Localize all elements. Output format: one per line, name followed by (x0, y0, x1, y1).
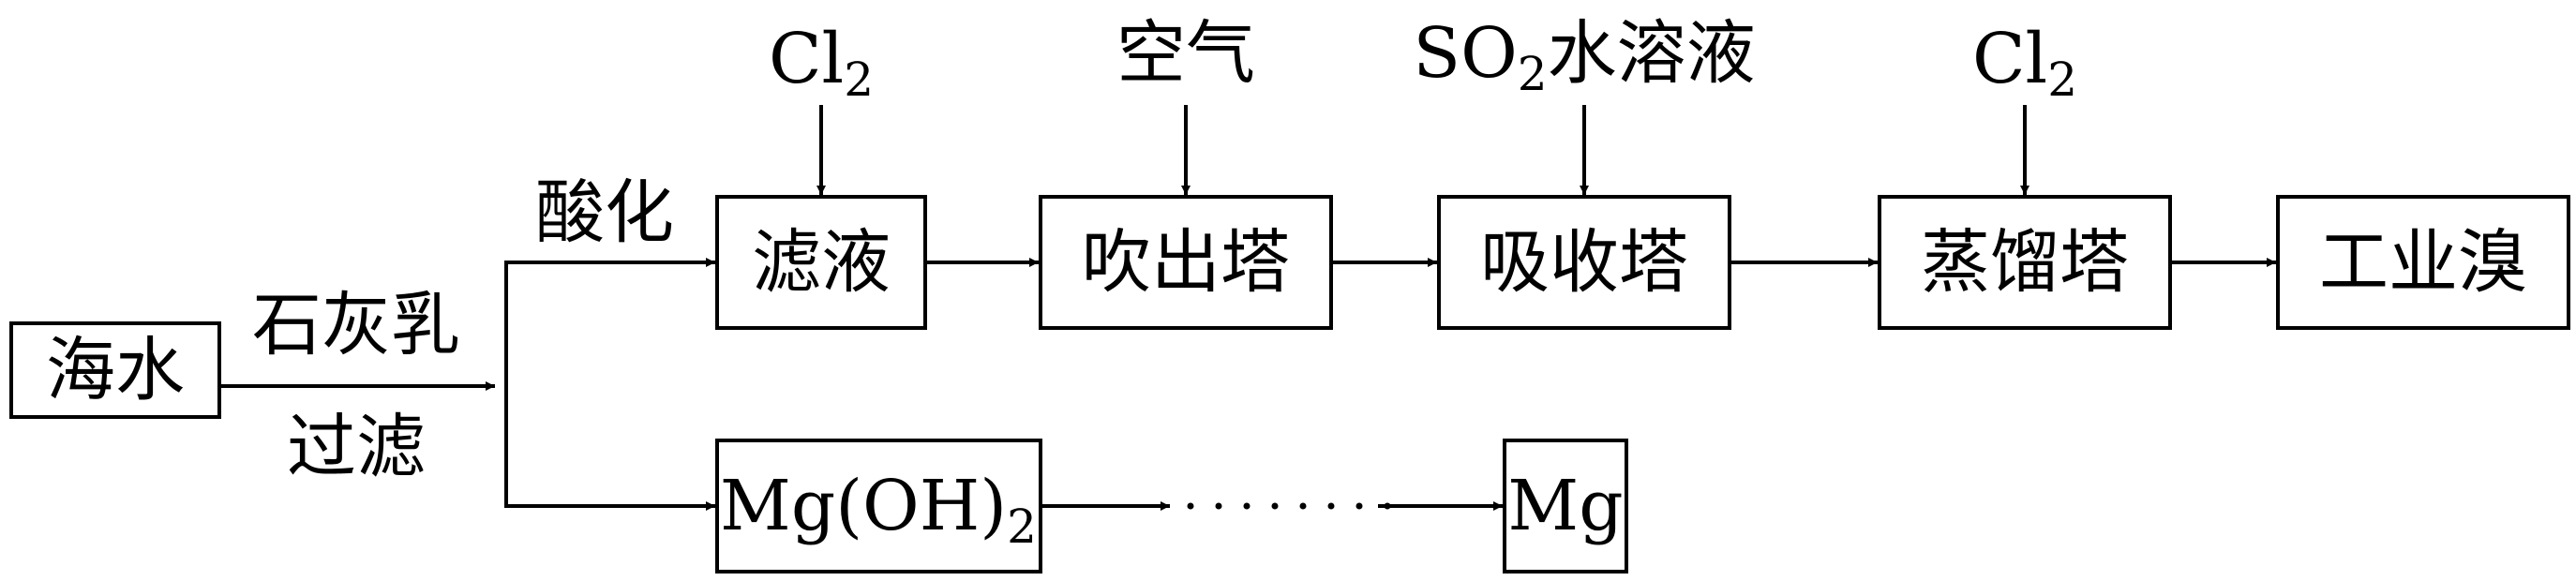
node-industrial-bromine-label: 工业溴 (2319, 222, 2527, 303)
label-so2-solution: SO2水溶液 (1413, 13, 1755, 101)
cl2-second-subscript: 2 (2047, 52, 2077, 107)
node-seawater-label: 海水 (46, 330, 185, 410)
cl2-first-main: Cl (769, 19, 844, 99)
label-air: 空气 (1116, 13, 1255, 94)
so2-main: SO (1413, 13, 1517, 94)
node-filtrate-label: 滤液 (752, 222, 891, 303)
node-absorption-tower-label: 吸收塔 (1480, 222, 1688, 303)
cl2-second-main: Cl (1972, 19, 2047, 99)
node-mg-hydroxide: Mg(OH)2 (715, 439, 1042, 574)
label-cl2-first: Cl2 (769, 19, 874, 107)
so2-solution-suffix: 水溶液 (1548, 13, 1756, 94)
label-lime-milk: 石灰乳 (252, 285, 460, 365)
node-blowout-tower: 吹出塔 (1039, 195, 1333, 330)
node-distillation-tower-label: 蒸馏塔 (1921, 222, 2129, 303)
node-industrial-bromine: 工业溴 (2276, 195, 2570, 330)
so2-subscript: 2 (1518, 47, 1548, 101)
label-acidify: 酸化 (535, 172, 674, 253)
node-filtrate: 滤液 (715, 195, 927, 330)
mg-hydroxide-subscript: 2 (1007, 499, 1037, 554)
node-seawater: 海水 (9, 321, 221, 419)
label-filtration: 过滤 (287, 407, 426, 487)
node-magnesium-label: Mg (1507, 466, 1623, 546)
label-cl2-second: Cl2 (1972, 19, 2077, 107)
mg-hydroxide-main: Mg(OH) (720, 466, 1007, 546)
node-magnesium: Mg (1503, 439, 1628, 574)
node-blowout-tower-label: 吹出塔 (1082, 222, 1290, 303)
node-absorption-tower: 吸收塔 (1437, 195, 1731, 330)
dotted-steps (1187, 502, 1391, 510)
cl2-first-subscript: 2 (844, 52, 874, 107)
node-distillation-tower: 蒸馏塔 (1878, 195, 2172, 330)
node-mg-hydroxide-label: Mg(OH)2 (720, 466, 1037, 554)
